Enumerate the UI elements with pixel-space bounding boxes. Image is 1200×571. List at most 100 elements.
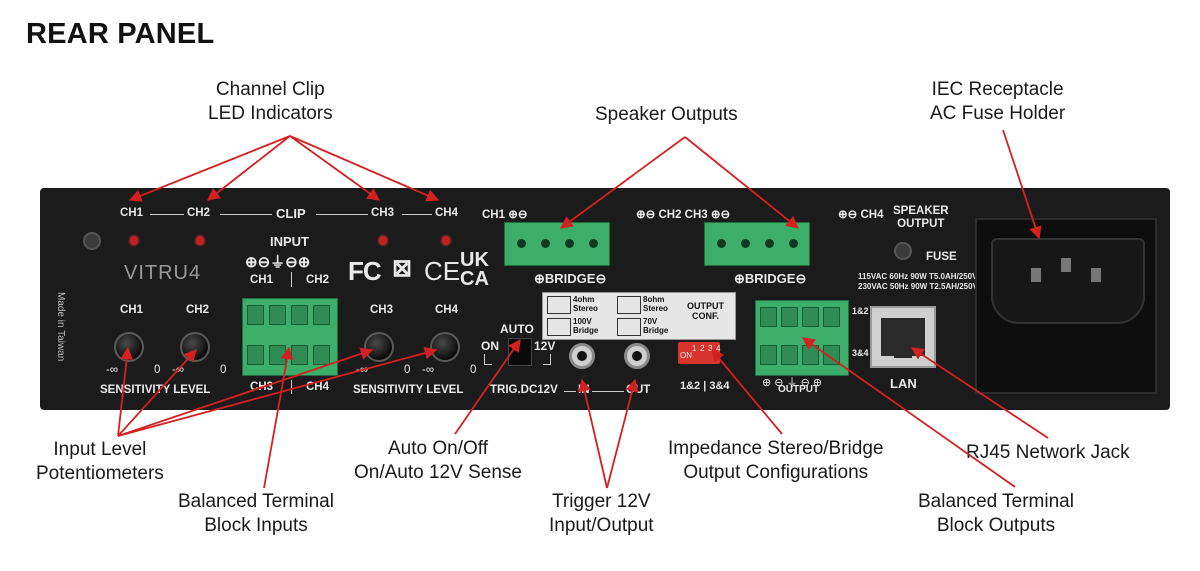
divider <box>291 272 292 287</box>
clip-led-ch1 <box>130 236 138 245</box>
pot-ch1-label: CH1 <box>120 304 144 316</box>
divider <box>484 354 485 364</box>
bridge-right-label: ⊕BRIDGE⊖ <box>734 271 807 286</box>
clip-line <box>150 214 184 215</box>
arrow <box>578 378 608 489</box>
callout-rj45: RJ45 Network Jack <box>966 442 1130 463</box>
fuse-icon[interactable] <box>894 242 912 260</box>
spk-ch1-label: CH1 ⊕⊖ <box>482 209 528 221</box>
arrow <box>117 347 374 437</box>
sensitivity-label: SENSITIVITY LEVEL <box>353 384 464 396</box>
callout-text: AC Fuse Holder <box>930 103 1066 124</box>
dip-num: 3 <box>708 344 713 353</box>
clip-ch4-label: CH4 <box>435 207 459 219</box>
clip-ch2-label: CH2 <box>187 207 211 219</box>
divider <box>550 354 551 364</box>
trigger-in-jack[interactable] <box>569 343 595 369</box>
clip-led-ch4 <box>442 236 450 245</box>
clip-label: CLIP <box>276 206 306 221</box>
dip-num: 1 <box>692 344 697 353</box>
speaker-terminal-left[interactable] <box>504 222 610 266</box>
trigger-label: TRIG.DC12V <box>490 384 558 396</box>
callout-text: On/Auto 12V Sense <box>354 462 522 483</box>
arrow <box>684 136 799 229</box>
rear-panel: CH1 CH2 CLIP CH3 CH4 VITRU4 Made in Taiw… <box>40 188 1170 410</box>
on-label: ON <box>481 339 499 353</box>
dip-switch[interactable] <box>678 342 720 364</box>
clip-line <box>220 214 272 215</box>
pot-ch4-label: CH4 <box>435 304 459 316</box>
divider <box>564 391 576 392</box>
callout-text: Block Inputs <box>204 515 308 536</box>
callout-text: Input/Output <box>549 515 654 536</box>
callout-text: IEC Receptacle <box>931 79 1064 100</box>
ukca-logo: UK CA <box>460 249 489 290</box>
callout-text: Auto On/Off <box>387 438 488 459</box>
clip-led-ch3 <box>379 236 387 245</box>
speaker-terminal-right[interactable] <box>704 222 810 266</box>
output-label: OUTPUT <box>778 384 820 395</box>
input-ch2-label: CH2 <box>306 274 330 286</box>
dip-diagram-icon <box>617 296 641 314</box>
fuse-label: FUSE <box>926 251 957 263</box>
dip-num: 2 <box>700 344 705 353</box>
callout-clip-leds: Channel Clip LED Indicators <box>208 78 333 126</box>
clip-ch1-label: CH1 <box>120 207 144 219</box>
clip-line <box>402 214 432 215</box>
arrow <box>117 346 438 437</box>
callout-text: Trigger 12V <box>552 491 651 512</box>
dip-on-label: ON <box>680 351 692 360</box>
clip-led-ch2 <box>196 236 204 245</box>
spk-ch2ch3-label: ⊕⊖ CH2 CH3 ⊕⊖ <box>636 209 731 221</box>
fcc-logo: FC <box>348 256 382 286</box>
pot-min-label: -∞ <box>106 364 119 376</box>
arrow <box>454 338 521 435</box>
arrow <box>559 136 686 229</box>
arrow <box>711 349 783 435</box>
trigger-out-jack[interactable] <box>624 343 650 369</box>
divider <box>592 391 624 392</box>
iec-receptacle[interactable] <box>975 218 1157 394</box>
output-symbols: ⊕ ⊖ ⏚ ⊖ ⊕ <box>762 377 823 389</box>
pot-max-label: 0 <box>220 364 227 376</box>
sensitivity-knob-ch4[interactable] <box>430 332 460 362</box>
pot-ch3-label: CH3 <box>370 304 394 316</box>
output-side-label-34: 3&4 <box>852 348 869 358</box>
ce-logo: CE <box>424 256 461 286</box>
arrow <box>263 346 294 489</box>
callout-balanced-inputs: Balanced Terminal Block Inputs <box>178 490 334 538</box>
voltage-rating: 115VAC 60Hz 90W T5.0AH/250VAC 230VAC 50H… <box>858 272 989 291</box>
clip-ch3-label: CH3 <box>371 207 395 219</box>
screw-icon <box>83 232 101 250</box>
callout-text: Potentiometers <box>36 463 164 484</box>
callout-text: Impedance Stereo/Bridge <box>668 438 884 459</box>
divider <box>543 364 551 365</box>
weee-icon: ⊠ <box>392 255 413 282</box>
spk-ch4-label: ⊕⊖ CH4 <box>838 209 884 221</box>
input-ch1-label: CH1 <box>250 274 274 286</box>
arrow <box>606 378 639 489</box>
lan-label: LAN <box>890 376 917 391</box>
speaker-output-label: SPEAKER OUTPUT <box>893 205 949 230</box>
arrow <box>1002 129 1042 240</box>
pot-min-label: -∞ <box>422 364 435 376</box>
arrow <box>289 135 381 201</box>
callout-potentiometers: Input Level Potentiometers <box>36 438 164 486</box>
callout-balanced-outputs: Balanced Terminal Block Outputs <box>918 490 1074 538</box>
12v-label: 12V <box>534 339 556 353</box>
divider <box>291 380 292 394</box>
input-terminal-block[interactable] <box>242 298 338 376</box>
pot-max-label: 0 <box>404 364 411 376</box>
dip-diagram-icon <box>547 296 571 314</box>
brand-logo: VITRU4 <box>124 262 202 284</box>
callout-text: Balanced Terminal <box>178 491 334 512</box>
pot-max-label: 0 <box>470 364 477 376</box>
callout-iec: IEC Receptacle AC Fuse Holder <box>930 78 1065 126</box>
input-label: INPUT <box>270 234 309 249</box>
dip-groups-label: 1&2 | 3&4 <box>680 380 730 392</box>
